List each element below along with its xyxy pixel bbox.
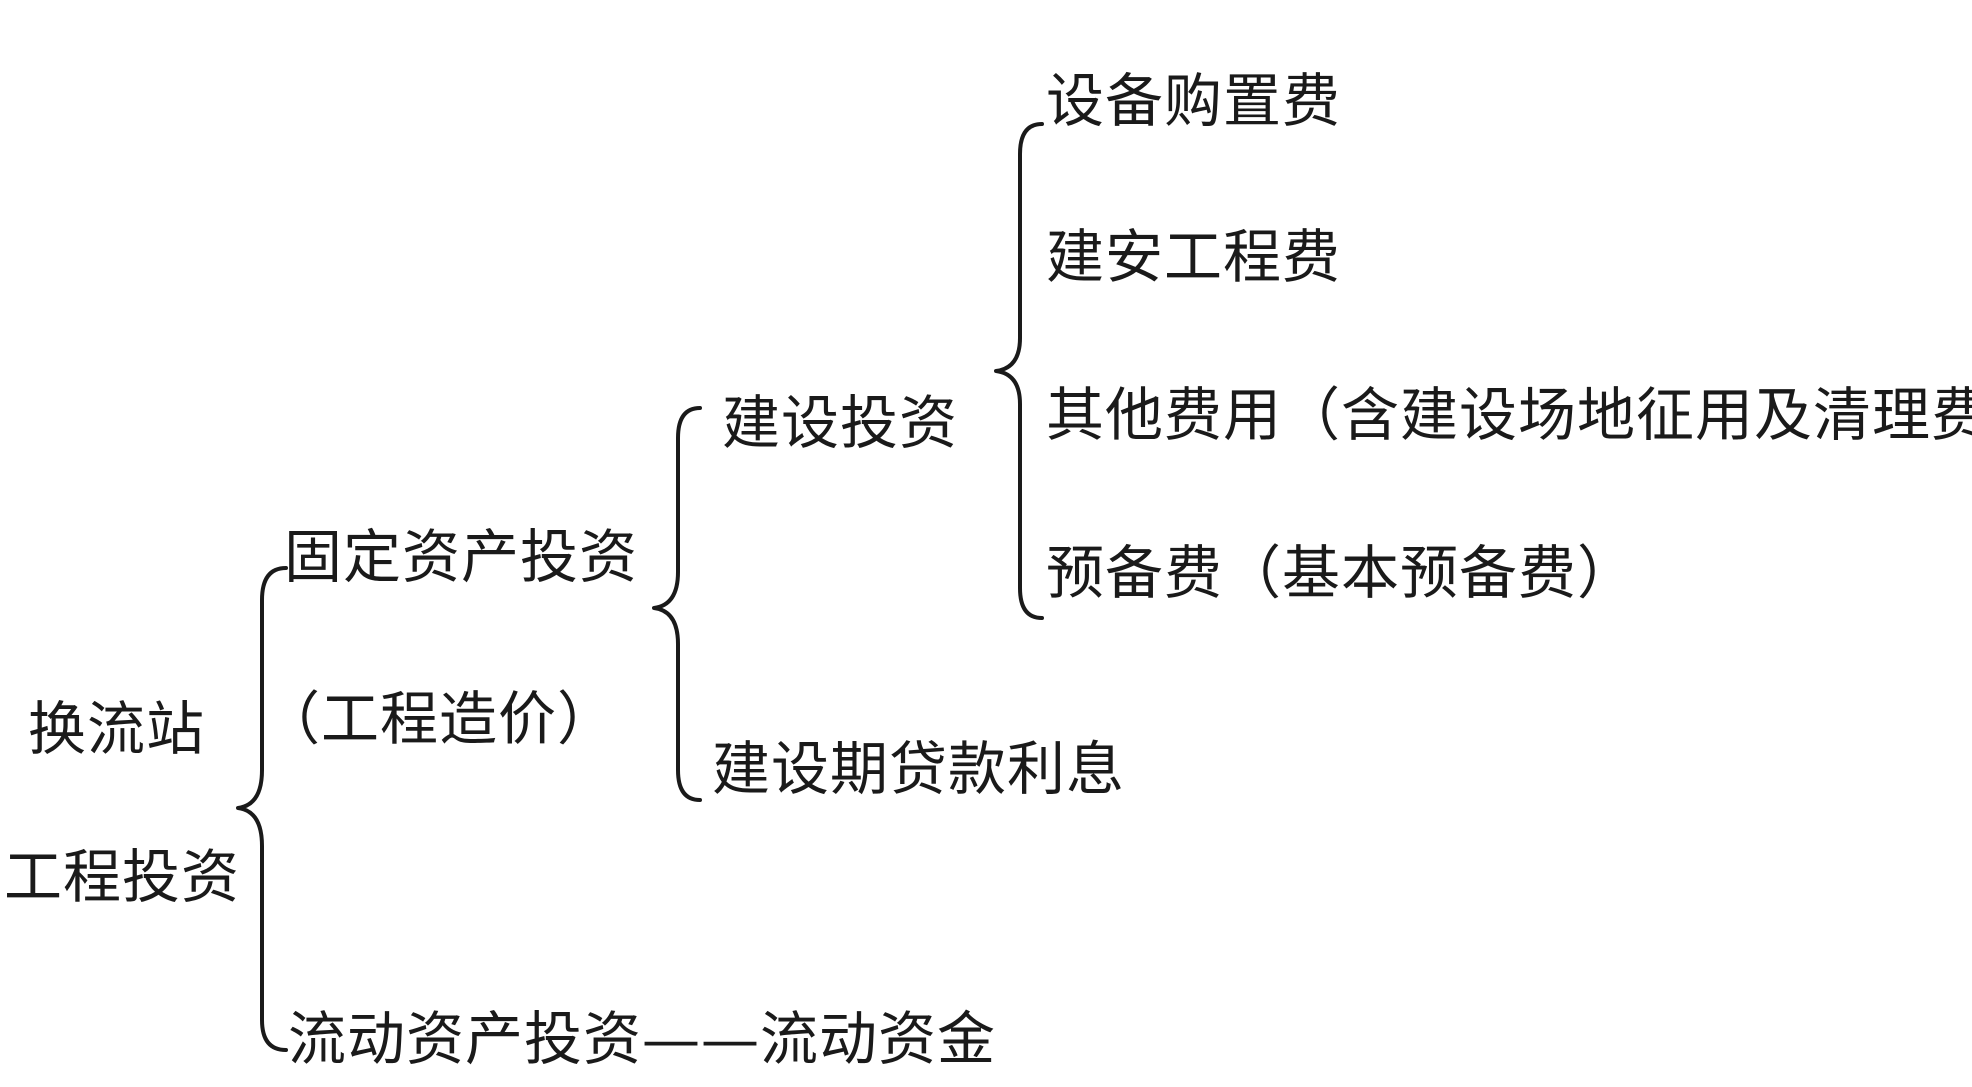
current-assets-label: 流动资产投资 bbox=[288, 1005, 643, 1073]
cost-item: 预备费（基本预备费） bbox=[1046, 539, 1637, 607]
root-label-line2: 工程投资 bbox=[4, 843, 241, 911]
current-assets-row: 流动资产投资——流动资金 bbox=[288, 1010, 996, 1068]
fixed-assets-label: 固定资产投资 bbox=[284, 523, 639, 591]
root-brace bbox=[236, 566, 288, 1052]
working-capital-label: 流动资金 bbox=[760, 1005, 997, 1073]
loan-interest-label: 建设期贷款利息 bbox=[712, 735, 1126, 803]
cost-item: 设备购置费 bbox=[1046, 67, 1342, 135]
root-label-line1: 换流站 bbox=[28, 695, 206, 763]
fixed-assets-brace bbox=[652, 406, 702, 802]
fixed-assets-note: （工程造价） bbox=[262, 685, 617, 753]
construction-investment-label: 建设投资 bbox=[722, 389, 959, 457]
cost-item: 建安工程费 bbox=[1046, 223, 1342, 291]
dash-connector: —— bbox=[642, 1005, 761, 1073]
construction-brace bbox=[994, 122, 1044, 620]
cost-item: 其他费用（含建设场地征用及清理费） bbox=[1046, 381, 1972, 449]
